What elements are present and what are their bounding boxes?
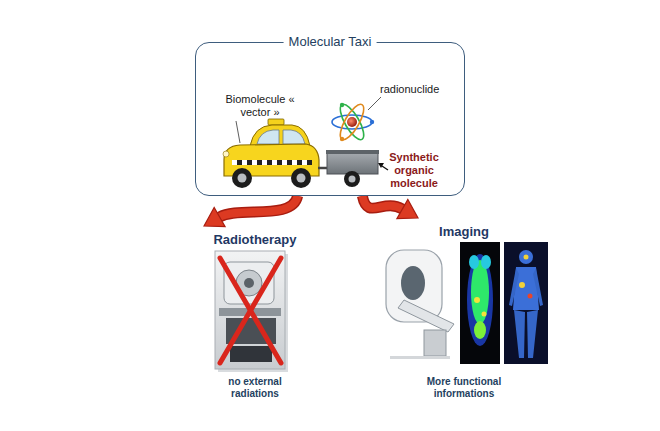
- atom-symbol: [332, 101, 374, 143]
- scan-ground: [460, 242, 500, 364]
- arrowhead: [204, 208, 225, 227]
- therapy-panel: Radiotherapy no external radiations: [200, 226, 316, 406]
- arrowhead: [397, 200, 418, 219]
- scanner-table: [398, 300, 454, 332]
- orbit: [332, 115, 372, 129]
- taxi-panel: Molecular TaxiBiomolecule « vector »radi…: [195, 42, 465, 196]
- taxi-car: [223, 119, 319, 188]
- table-base: [424, 330, 446, 356]
- radiotherapy-picture: [215, 251, 288, 372]
- car-cab: [250, 125, 310, 146]
- cross-mark: [220, 258, 281, 363]
- scan-ground: [504, 242, 548, 364]
- nucleus: [347, 117, 357, 127]
- car-window: [257, 130, 279, 144]
- leader-line: [236, 121, 240, 143]
- curved-arrow: [362, 196, 418, 219]
- part-label: Biomolecule « vector »: [222, 93, 298, 119]
- wheel-hub: [349, 176, 356, 183]
- scan-uptake: [471, 260, 489, 324]
- arrow-body: [220, 196, 298, 217]
- ct-scanner-picture: [386, 250, 454, 359]
- electron: [340, 103, 344, 107]
- part-label: radionuclide: [380, 83, 439, 96]
- car-window: [283, 130, 305, 144]
- arrow-outline: [220, 196, 298, 217]
- wheel-hub: [297, 174, 306, 183]
- picture-frame: [215, 251, 285, 369]
- scan-uptake: [474, 321, 486, 339]
- taxi-sign: [268, 119, 284, 125]
- floor: [390, 356, 450, 359]
- trailer-rim: [326, 150, 379, 154]
- trailer: [318, 150, 379, 187]
- panel-caption: More functional informations: [409, 376, 519, 400]
- wheel: [344, 171, 360, 187]
- body-scan-picture: [504, 242, 548, 364]
- arrow-body: [362, 196, 402, 209]
- part-label: Synthetic organic molecule: [374, 151, 454, 190]
- hot-spot: [524, 255, 529, 260]
- panel-caption: no external radiations: [215, 376, 295, 400]
- orbit: [336, 101, 368, 143]
- hot-spot: [474, 297, 480, 303]
- leader-arrow: [378, 163, 388, 170]
- scan-leg: [514, 310, 538, 358]
- leader-line: [368, 97, 381, 110]
- checker-stripe: [232, 160, 312, 165]
- hot-spot: [528, 294, 533, 299]
- wheel-hub: [238, 174, 247, 183]
- electron: [340, 137, 344, 141]
- cross-mark: [220, 258, 281, 363]
- checker-stripe: [232, 160, 307, 165]
- trailer-box: [327, 152, 378, 174]
- wheel: [232, 168, 252, 188]
- scan-uptake: [481, 255, 491, 269]
- arrowhead: [378, 163, 384, 168]
- scan-head: [519, 250, 533, 264]
- scanner-bore: [401, 266, 425, 300]
- hot-spot: [482, 312, 487, 317]
- electron: [370, 120, 374, 124]
- scan-body: [467, 254, 493, 346]
- curved-arrow: [204, 196, 298, 227]
- panel-heading: Radiotherapy: [200, 232, 310, 248]
- panel-heading: Imaging: [378, 224, 550, 240]
- machine-base: [230, 346, 272, 362]
- arrow-outline: [362, 196, 402, 209]
- hot-spot: [519, 282, 525, 288]
- imaging-panel: ImagingMore functional informations: [378, 218, 556, 406]
- orbit: [336, 101, 368, 143]
- leader-line: [382, 166, 388, 170]
- mouse-scan-picture: [460, 242, 500, 364]
- wheel: [291, 168, 311, 188]
- collimator: [244, 278, 254, 288]
- panel-title: Molecular Taxi: [284, 34, 377, 50]
- scan-arm: [509, 268, 543, 306]
- scan-uptake: [469, 255, 479, 269]
- headlight: [223, 151, 229, 157]
